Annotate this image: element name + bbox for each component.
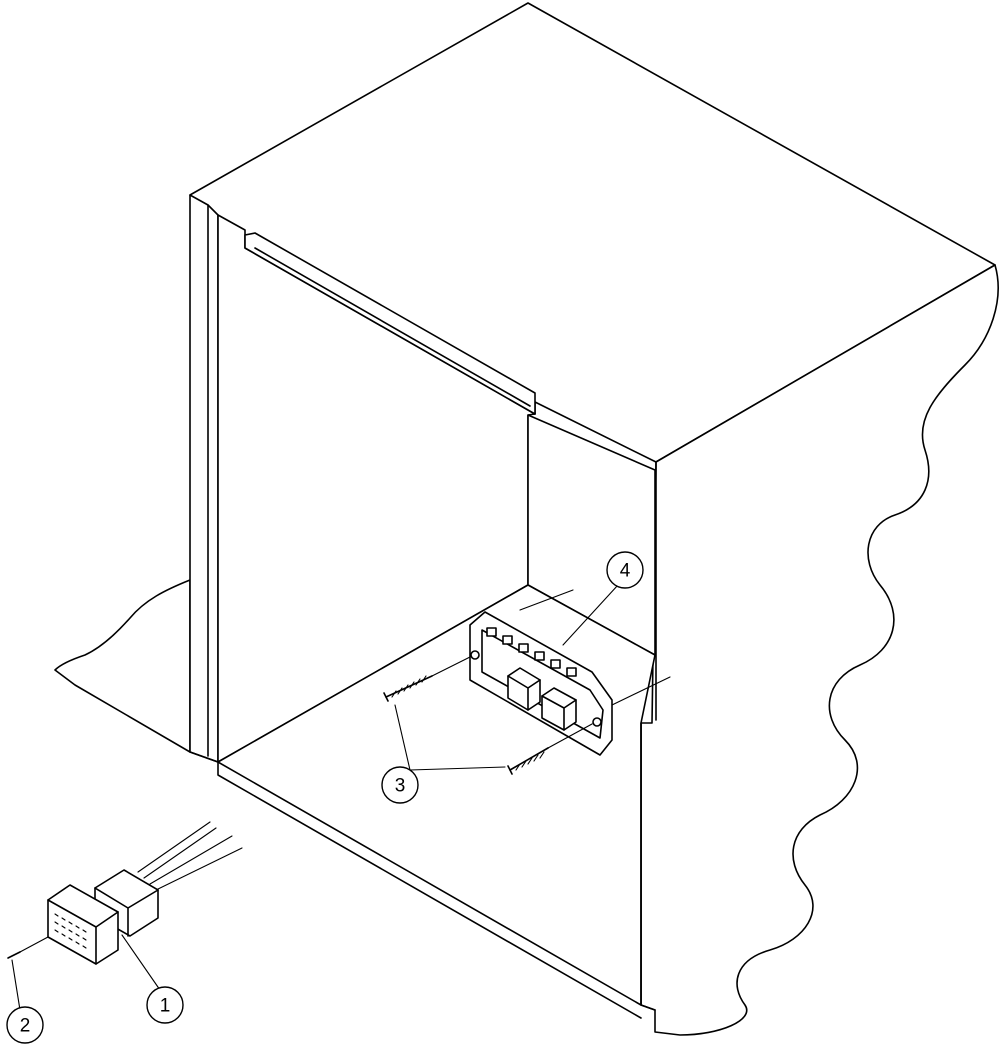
- harness-wires: [138, 822, 242, 890]
- screw-upper-thread: [392, 676, 426, 697]
- mounting-hole-left: [471, 651, 479, 659]
- relay-1-edges: [508, 676, 540, 710]
- relay-2: [542, 688, 576, 730]
- screw-lower-axis: [548, 724, 592, 748]
- circuit-board: [470, 585, 670, 755]
- top-rail-edge: [255, 248, 530, 406]
- cabinet-left-floor-extension: [55, 580, 190, 752]
- callout-2-label: 2: [20, 1016, 31, 1037]
- led-4: [535, 652, 544, 660]
- terminal-pin-axis: [20, 937, 48, 952]
- led-5: [551, 660, 560, 668]
- screw-lower-shaft: [510, 748, 548, 770]
- top-rail: [245, 233, 535, 414]
- floor-left-join: [190, 752, 218, 762]
- led-3: [519, 644, 528, 652]
- screw-upper-axis: [432, 657, 470, 676]
- screw-upper-shaft: [386, 676, 432, 697]
- callout-1-leader: [122, 935, 160, 990]
- screw-lower-thread: [516, 752, 544, 770]
- callout-3-label: 3: [395, 776, 406, 797]
- relay-2-edges: [542, 696, 576, 730]
- callout-2: 2: [7, 1007, 43, 1043]
- board-inner-frame: [482, 630, 603, 738]
- led-1: [487, 628, 496, 636]
- screw-upper-head: [384, 693, 388, 701]
- board-reference-line: [520, 590, 573, 610]
- callout-3: 3: [382, 767, 418, 803]
- screw-lower-head: [508, 766, 512, 774]
- wire-harness: [8, 822, 242, 1010]
- connector-pin-cavities: [55, 914, 86, 948]
- cabinet: [55, 3, 998, 1035]
- frame-left-post: [190, 195, 218, 762]
- callout-2-leader: [12, 960, 20, 1010]
- terminal-pin: [8, 952, 20, 958]
- callout-3-leader: [395, 705, 505, 770]
- callout-4-leader: [563, 585, 618, 645]
- callout-4-label: 4: [620, 561, 631, 582]
- connector-rear-edges: [95, 888, 158, 936]
- connector-front-edges: [48, 900, 118, 964]
- callout-1: 1: [147, 987, 183, 1023]
- mounting-hole-right: [593, 718, 601, 726]
- screws: [384, 657, 592, 774]
- floor-front-edge: [218, 762, 641, 1018]
- led-6: [567, 668, 576, 676]
- led-2: [503, 636, 512, 644]
- board-reference-line-right: [612, 677, 670, 705]
- led-row: [487, 628, 576, 676]
- callout-1-label: 1: [160, 996, 171, 1017]
- cabinet-right-panel: [641, 265, 998, 1035]
- callout-4: 4: [607, 552, 643, 588]
- right-front-edge: [641, 723, 655, 1010]
- relay-1: [508, 668, 540, 710]
